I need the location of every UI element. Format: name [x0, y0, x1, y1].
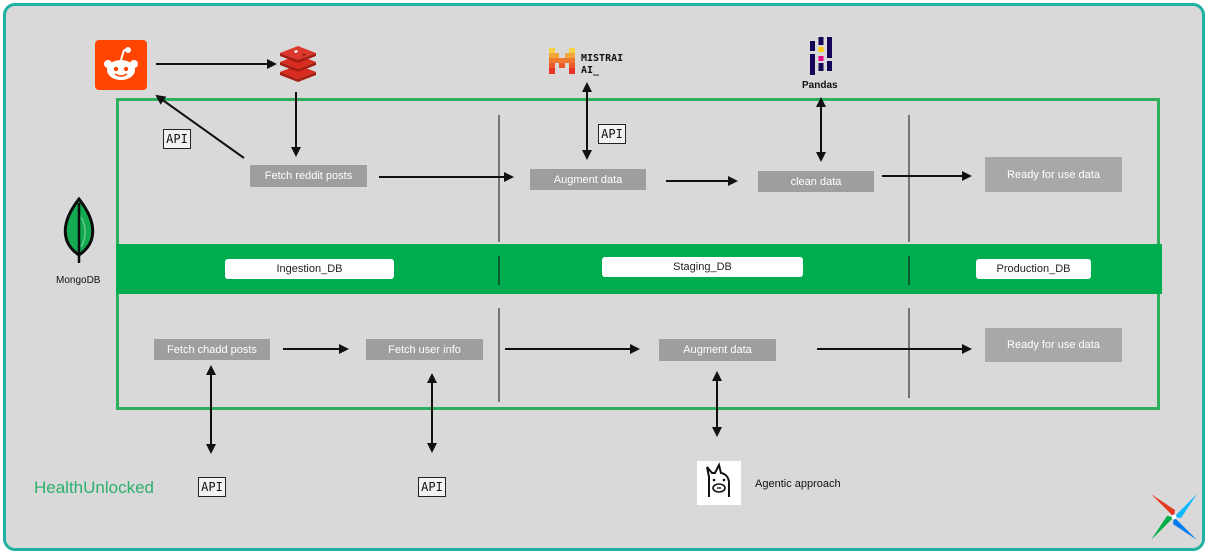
llama-icon	[697, 461, 741, 505]
api-badge-chadd: API	[198, 477, 226, 497]
api-badge-mistral: API	[598, 124, 626, 144]
ready-data-bottom-box: Ready for use data	[985, 328, 1122, 362]
arrow-fetch-reddit	[155, 94, 245, 159]
mongodb-label: MongoDB	[56, 275, 101, 286]
mistral-label-1: MISTRAI	[581, 53, 624, 64]
pandas-label: Pandas	[802, 80, 838, 91]
fetch-reddit-posts-box: Fetch reddit posts	[250, 165, 367, 187]
reddit-icon	[95, 40, 147, 90]
redis-icon	[278, 46, 318, 82]
api-badge-user: API	[418, 477, 446, 497]
augment-data-bottom-box: Augment data	[659, 339, 776, 361]
healthunlocked-logo: HealthUnlocked	[34, 478, 155, 497]
fetch-user-info-box: Fetch user info	[366, 339, 483, 360]
api-badge-reddit: API	[163, 129, 191, 149]
ready-data-top-box: Ready for use data	[985, 157, 1122, 192]
ingestion-db-label: Ingestion_DB	[225, 259, 394, 279]
pandas-icon	[808, 37, 834, 75]
fetch-chadd-posts-box: Fetch chadd posts	[154, 339, 270, 360]
mongodb-icon	[60, 196, 98, 265]
production-db-label: Production_DB	[976, 259, 1091, 279]
staging-db-label: Staging_DB	[602, 257, 803, 277]
agentic-approach-label: Agentic approach	[755, 478, 841, 490]
mistral-icon	[549, 48, 575, 74]
airflow-icon	[1149, 492, 1199, 542]
clean-data-box: clean data	[758, 171, 874, 192]
augment-data-top-box: Augment data	[530, 169, 646, 190]
mistral-label-2: AI_	[581, 65, 600, 76]
